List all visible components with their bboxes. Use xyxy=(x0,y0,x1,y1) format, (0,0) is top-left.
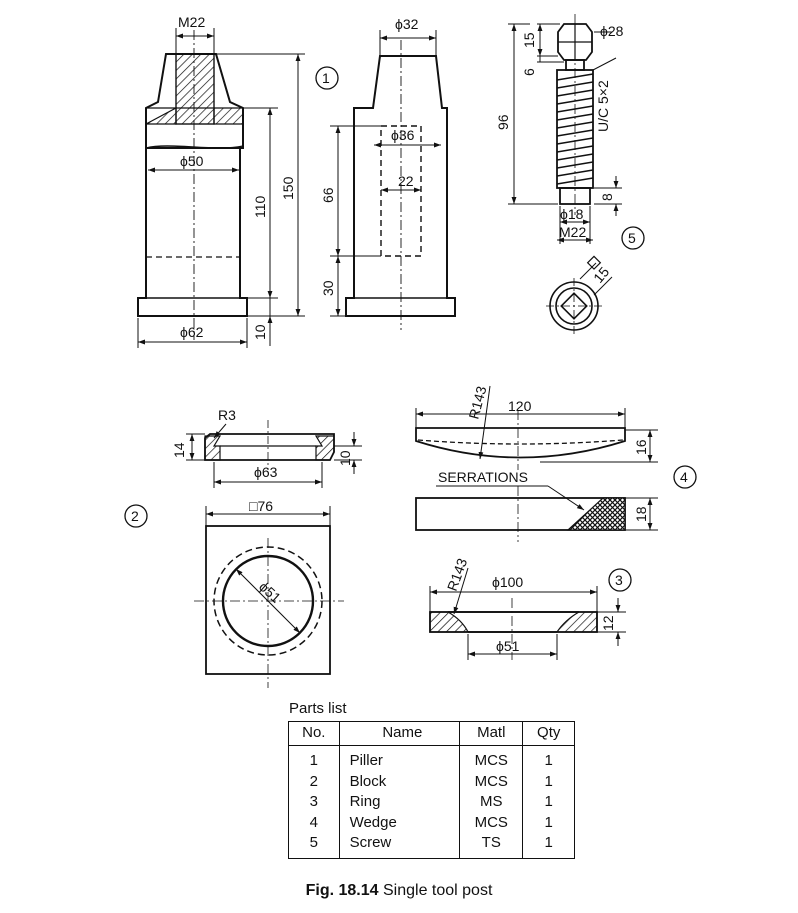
dim-block-sq76: □76 xyxy=(249,498,273,514)
cell-qty: 1 xyxy=(522,812,575,833)
dim-pillar-150: 150 xyxy=(280,176,296,200)
header-no: No. xyxy=(288,721,340,746)
cell-matl: MCS xyxy=(459,745,524,772)
dim-pillar-d62: ϕ62 xyxy=(180,324,204,340)
dim-block-r3: R3 xyxy=(218,407,236,423)
dim-block-d51: ϕ51 xyxy=(256,578,284,606)
dim-screw-15: 15 xyxy=(521,32,537,48)
wedge-side-view xyxy=(415,410,626,470)
screw-view xyxy=(556,14,594,215)
label-serrations: SERRATIONS xyxy=(438,469,528,485)
header-name: Name xyxy=(338,721,461,746)
parts-list-title: Parts list xyxy=(289,700,347,717)
pillar-dimensions xyxy=(137,28,305,348)
dim-screw-d28: ϕ28 xyxy=(600,23,624,39)
dim-pillar-d50: ϕ50 xyxy=(180,153,204,169)
dim-block-10: 10 xyxy=(337,450,353,466)
cell-no: 4 xyxy=(288,812,340,833)
wedge-front-dimensions xyxy=(436,485,658,531)
parts-list-table: No. Name Matl Qty 1 Piller MCS 1 2 Block… xyxy=(288,721,575,859)
header-matl: Matl xyxy=(459,721,524,746)
dim-section-66: 66 xyxy=(320,187,336,203)
dim-screw-m22: M22 xyxy=(559,224,586,240)
dim-pillar-m22: M22 xyxy=(178,14,205,30)
block-section-dimensions xyxy=(186,423,362,488)
dim-wedge-120: 120 xyxy=(508,398,532,414)
svg-text:4: 4 xyxy=(680,469,688,485)
figure-caption: Fig. 18.14 Single tool post xyxy=(0,882,798,900)
svg-text:2: 2 xyxy=(131,508,139,524)
dim-section-d36: ϕ36 xyxy=(391,127,415,143)
tool-post-drawing: M22 ϕ50 ϕ62 110 150 10 ϕ32 ϕ36 22 66 30 … xyxy=(124,14,697,688)
dim-screw-96: 96 xyxy=(495,114,511,130)
dim-ring-12: 12 xyxy=(600,615,616,631)
cell-qty: 1 xyxy=(522,771,575,792)
cell-name: Block xyxy=(338,771,461,792)
dim-section-22: 22 xyxy=(398,173,414,189)
svg-text:3: 3 xyxy=(615,572,623,588)
block-plan-view xyxy=(194,525,344,688)
parts-list-header-row: No. Name Matl Qty xyxy=(288,721,575,746)
part-number-2: 2 xyxy=(124,504,148,528)
part-number-4: 4 xyxy=(673,465,697,489)
dim-wedge-16: 16 xyxy=(633,439,649,455)
svg-text:1: 1 xyxy=(322,70,330,86)
part-number-5: 5 xyxy=(621,226,645,250)
dim-pillar-110: 110 xyxy=(252,195,268,218)
dim-screw-6: 6 xyxy=(521,68,537,76)
dim-screw-d18: ϕ18 xyxy=(560,206,584,222)
cell-name: Piller xyxy=(338,745,461,772)
table-row: 5 Screw TS 1 xyxy=(288,833,575,859)
cell-name: Wedge xyxy=(338,812,461,833)
screw-end-view xyxy=(546,255,613,334)
cell-matl: MS xyxy=(459,792,524,813)
screw-dimensions xyxy=(508,23,622,244)
pillar-front-view xyxy=(137,30,248,340)
block-plan-dimensions xyxy=(205,506,331,634)
dim-screw-8: 8 xyxy=(599,193,615,201)
header-qty: Qty xyxy=(522,721,575,746)
cell-no: 2 xyxy=(288,771,340,792)
cell-name: Ring xyxy=(338,792,461,813)
wedge-front-view xyxy=(415,486,626,542)
pillar-side-dimensions xyxy=(330,30,441,317)
table-row: 1 Piller MCS 1 xyxy=(288,745,575,772)
block-section-view xyxy=(204,420,335,470)
cell-no: 1 xyxy=(288,745,340,772)
cell-qty: 1 xyxy=(522,833,575,859)
dim-ring-d51: ϕ51 xyxy=(496,638,520,654)
dim-block-d63: ϕ63 xyxy=(254,464,278,480)
cell-matl: MCS xyxy=(459,812,524,833)
dim-ring-d100: ϕ100 xyxy=(492,574,523,590)
table-row: 2 Block MCS 1 xyxy=(288,771,575,792)
figure-title: Single tool post xyxy=(382,882,493,899)
dim-screw-uc: U/C 5×2 xyxy=(595,80,611,132)
dim-screw-square-15: 15 xyxy=(590,264,612,286)
part-number-3: 3 xyxy=(608,568,632,592)
cell-no: 3 xyxy=(288,792,340,813)
wedge-side-dimensions xyxy=(415,385,658,463)
cell-name: Screw xyxy=(338,833,461,859)
dim-wedge-18: 18 xyxy=(633,506,649,522)
cell-matl: MCS xyxy=(459,771,524,792)
table-row: 3 Ring MS 1 xyxy=(288,792,575,813)
cell-qty: 1 xyxy=(522,792,575,813)
cell-qty: 1 xyxy=(522,745,575,772)
part-number-1: 1 xyxy=(315,66,339,90)
cell-matl: TS xyxy=(459,833,524,859)
cell-no: 5 xyxy=(288,833,340,859)
dim-pillar-10: 10 xyxy=(252,324,268,340)
dim-section-d32: ϕ32 xyxy=(395,16,419,32)
table-row: 4 Wedge MCS 1 xyxy=(288,812,575,833)
svg-text:5: 5 xyxy=(628,230,636,246)
dim-section-30: 30 xyxy=(320,280,336,296)
dim-block-14: 14 xyxy=(171,442,187,458)
ring-dimensions xyxy=(429,567,626,660)
figure-label: Fig. 18.14 xyxy=(305,882,379,899)
